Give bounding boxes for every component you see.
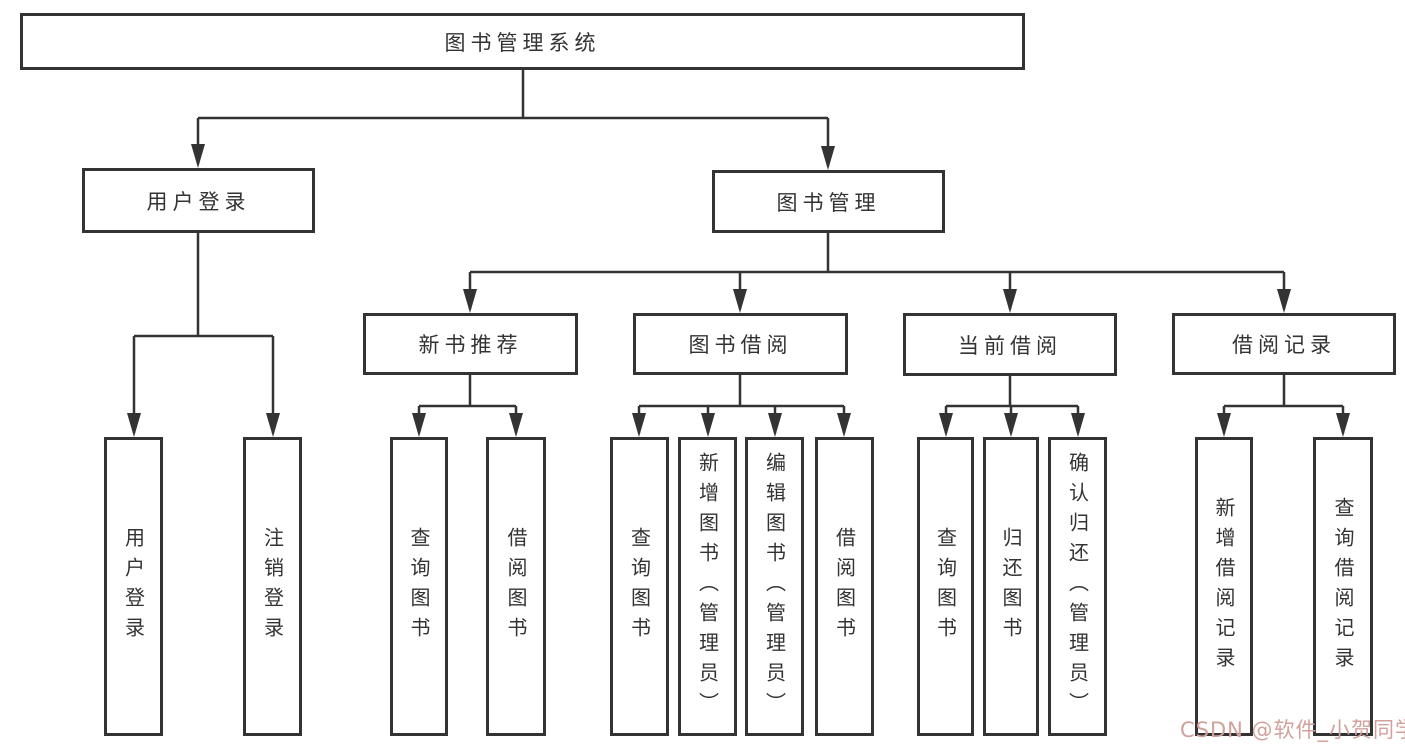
leaf-return-books-label: 归还图书 bbox=[999, 526, 1023, 647]
leaf-query-books-borrow: 查询图书 bbox=[610, 437, 669, 736]
leaf-add-books-admin: 新增图书（管理员） bbox=[678, 437, 737, 736]
leaf-borrow-books: 借阅图书 bbox=[815, 437, 874, 736]
node-current-borrow: 当前借阅 bbox=[903, 313, 1117, 376]
leaf-query-books-borrow-label: 查询图书 bbox=[627, 526, 652, 647]
leaf-borrow-books-recommend-label: 借阅图书 bbox=[504, 526, 528, 647]
leaf-edit-books-admin-label: 编辑图书（管理员） bbox=[762, 451, 787, 722]
leaf-user-login-label: 用户登录 bbox=[121, 526, 146, 647]
leaf-query-books-recommend: 查询图书 bbox=[390, 437, 448, 736]
node-book-management-label: 图书管理 bbox=[776, 190, 881, 215]
node-book-borrow: 图书借阅 bbox=[633, 313, 848, 375]
node-new-book-recommend: 新书推荐 bbox=[363, 313, 578, 375]
node-book-management: 图书管理 bbox=[712, 170, 945, 233]
node-user-login-label: 用户登录 bbox=[146, 189, 251, 214]
root-node-label: 图书管理系统 bbox=[444, 30, 601, 55]
node-current-borrow-label: 当前借阅 bbox=[958, 333, 1062, 358]
node-user-login: 用户登录 bbox=[82, 168, 315, 233]
node-borrow-records: 借阅记录 bbox=[1172, 313, 1396, 375]
leaf-return-books: 归还图书 bbox=[983, 437, 1039, 736]
node-borrow-records-label: 借阅记录 bbox=[1232, 333, 1336, 357]
tree-edges bbox=[132, 70, 1345, 433]
node-new-book-recommend-label: 新书推荐 bbox=[418, 333, 523, 357]
leaf-query-books-current-label: 查询图书 bbox=[933, 526, 958, 647]
leaf-confirm-return-admin-label: 确认归还（管理员） bbox=[1065, 451, 1090, 722]
leaf-borrow-books-label: 借阅图书 bbox=[832, 526, 857, 647]
leaf-logout-label: 注销登录 bbox=[260, 526, 285, 647]
leaf-query-borrow-record: 查询借阅记录 bbox=[1313, 437, 1373, 736]
leaf-edit-books-admin: 编辑图书（管理员） bbox=[745, 437, 804, 736]
leaf-add-borrow-record-label: 新增借阅记录 bbox=[1212, 496, 1236, 677]
node-book-borrow-label: 图书借阅 bbox=[688, 333, 793, 357]
leaf-user-login: 用户登录 bbox=[104, 437, 163, 736]
leaf-add-books-admin-label: 新增图书（管理员） bbox=[695, 451, 720, 722]
leaf-borrow-books-recommend: 借阅图书 bbox=[486, 437, 546, 736]
leaf-query-borrow-record-label: 查询借阅记录 bbox=[1331, 496, 1355, 677]
leaf-query-books-current: 查询图书 bbox=[917, 437, 974, 736]
leaf-logout: 注销登录 bbox=[243, 437, 302, 736]
csdn-watermark: CSDN @软件_小贺同学 bbox=[1180, 718, 1405, 742]
leaf-add-borrow-record: 新增借阅记录 bbox=[1195, 437, 1253, 736]
leaf-confirm-return-admin: 确认归还（管理员） bbox=[1048, 437, 1107, 736]
arrow-heads bbox=[127, 144, 1350, 437]
root-node-library-management-system: 图书管理系统 bbox=[20, 13, 1025, 70]
leaf-query-books-recommend-label: 查询图书 bbox=[407, 526, 431, 647]
